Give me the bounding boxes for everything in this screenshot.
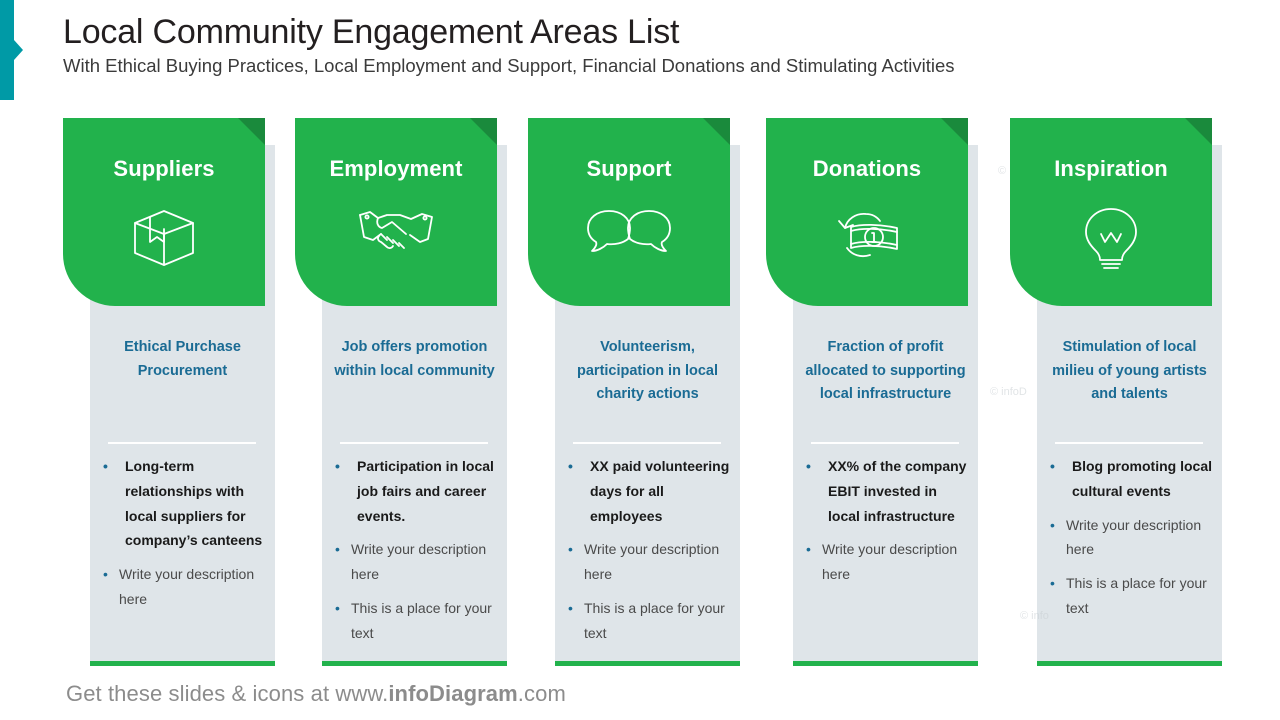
list-item: This is a place for your text: [335, 596, 501, 646]
card-inspiration[interactable]: Inspiration Stimulation of local milieu …: [1010, 118, 1222, 666]
footer-brand: infoDiagram: [388, 681, 518, 706]
accent-bar: [0, 0, 14, 100]
list-item: Blog promoting local cultural events: [1050, 454, 1216, 504]
list-item: Long-term relationships with local suppl…: [103, 454, 269, 553]
card-bottom-accent-bar: [322, 661, 507, 666]
card-subtitle: Stimulation of local milieu of young art…: [1052, 339, 1207, 403]
card-bullet-list: XX% of the company EBIT invested in loca…: [806, 454, 972, 596]
card-title: Support: [586, 156, 672, 181]
card-subtitle: Volunteerism, participation in local cha…: [577, 339, 718, 403]
lightbulb-icon: [1010, 206, 1212, 272]
list-item: XX% of the company EBIT invested in loca…: [806, 454, 972, 528]
card-header-panel: Inspiration: [1010, 118, 1212, 306]
card-divider: [108, 442, 256, 444]
folded-corner-icon: [941, 118, 968, 145]
card-divider: [573, 442, 721, 444]
accent-bar-notch-icon: [14, 40, 23, 60]
card-bullet-list: XX paid volunteering days for all employ…: [568, 454, 734, 654]
card-bottom-accent-bar: [90, 661, 275, 666]
card-donations[interactable]: Donations Fraction of profit allocated t…: [766, 118, 978, 666]
card-bullet-list: Blog promoting local cultural events Wri…: [1050, 454, 1216, 630]
folded-corner-icon: [1185, 118, 1212, 145]
card-divider: [340, 442, 488, 444]
page-title: Local Community Engagement Areas List: [63, 13, 680, 51]
footer-prefix: Get these slides & icons at www.: [66, 681, 389, 706]
card-subtitle: Job offers promotion within local commun…: [334, 339, 495, 379]
speech-bubbles-icon: [528, 206, 730, 260]
box-package-icon: [63, 206, 265, 268]
folded-corner-icon: [703, 118, 730, 145]
card-header-panel: Employment: [295, 118, 497, 306]
card-bottom-accent-bar: [555, 661, 740, 666]
card-subtitle: Ethical Purchase Procurement: [124, 339, 241, 379]
header: Local Community Engagement Areas List Wi…: [63, 12, 1243, 77]
card-title: Donations: [812, 156, 922, 181]
card-bottom-accent-bar: [1037, 661, 1222, 666]
card-title: Employment: [329, 156, 463, 181]
card-suppliers[interactable]: Suppliers Ethical Purchase Procurement L…: [63, 118, 275, 666]
footer-promo: Get these slides & icons at www.infoDiag…: [66, 681, 566, 707]
card-title: Suppliers: [113, 156, 215, 181]
list-item: Participation in local job fairs and car…: [335, 454, 501, 528]
list-item: XX paid volunteering days for all employ…: [568, 454, 734, 528]
card-bottom-accent-bar: [793, 661, 978, 666]
list-item: Write your description here: [335, 537, 501, 587]
card-employment[interactable]: Employment Job offers promotion within l…: [295, 118, 507, 666]
list-item: This is a place for your text: [568, 596, 734, 646]
footer-suffix: .com: [517, 681, 566, 706]
card-header-panel: Donations: [766, 118, 968, 306]
list-item: This is a place for your text: [1050, 571, 1216, 621]
engagement-areas-card-row: Suppliers Ethical Purchase Procurement L…: [63, 118, 1225, 666]
list-item: Write your description here: [806, 537, 972, 587]
folded-corner-icon: [238, 118, 265, 145]
card-header-panel: Suppliers: [63, 118, 265, 306]
card-divider: [1055, 442, 1203, 444]
list-item: Write your description here: [1050, 513, 1216, 563]
list-item: Write your description here: [103, 562, 269, 612]
card-header-panel: Support: [528, 118, 730, 306]
list-item: Write your description here: [568, 537, 734, 587]
page-subtitle: With Ethical Buying Practices, Local Emp…: [63, 55, 955, 77]
handshake-icon: [295, 206, 497, 260]
card-divider: [811, 442, 959, 444]
card-title: Inspiration: [1054, 156, 1168, 181]
folded-corner-icon: [470, 118, 497, 145]
card-subtitle: Fraction of profit allocated to supporti…: [805, 339, 966, 403]
card-bullet-list: Participation in local job fairs and car…: [335, 454, 501, 654]
card-bullet-list: Long-term relationships with local suppl…: [103, 454, 269, 621]
banknote-recycle-icon: [766, 206, 968, 266]
card-support[interactable]: Support Volunteerism, participation in l…: [528, 118, 740, 666]
